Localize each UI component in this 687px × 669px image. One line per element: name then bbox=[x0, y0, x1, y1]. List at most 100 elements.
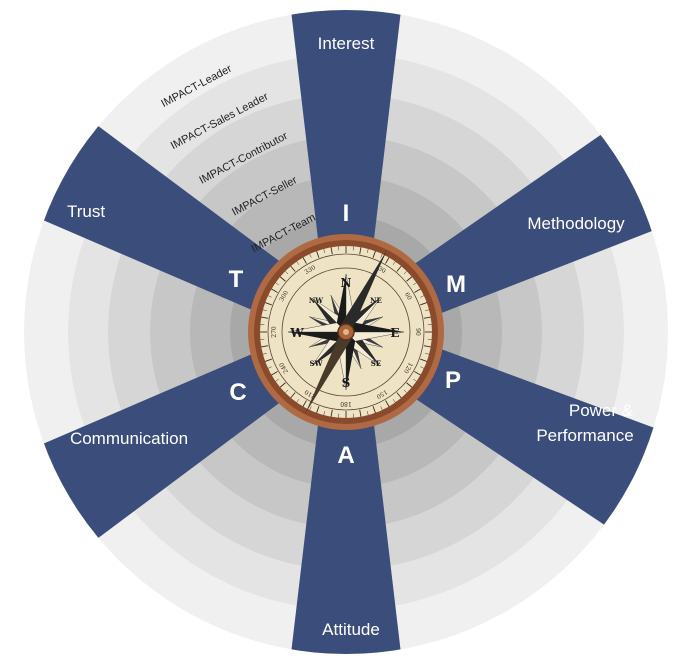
compass-tick bbox=[420, 295, 425, 298]
compass-tick bbox=[359, 409, 362, 417]
compass-degree-label: 210 bbox=[303, 388, 317, 400]
compass-tick bbox=[271, 371, 278, 376]
wedge-label-interest: Interest bbox=[318, 34, 375, 53]
letter-i: I bbox=[343, 200, 350, 227]
wedge-label-trust: Trust bbox=[67, 202, 105, 221]
compass-tick bbox=[323, 248, 326, 253]
compass-tick bbox=[261, 316, 269, 319]
compass-tick bbox=[406, 382, 413, 388]
compass-tick bbox=[425, 309, 430, 312]
compass-tick bbox=[392, 261, 396, 265]
compass-tick bbox=[285, 389, 289, 393]
dimension-letters: I M P A C T bbox=[229, 200, 466, 469]
cardinal-w: W bbox=[289, 326, 304, 340]
compass-tick bbox=[262, 352, 267, 355]
compass-inner-ring bbox=[281, 267, 411, 397]
compass-tick bbox=[262, 309, 267, 312]
cardinal-e: E bbox=[390, 326, 399, 340]
wedge-label-performance: Performance bbox=[536, 426, 633, 445]
wedge-label-methodology: Methodology bbox=[527, 214, 625, 233]
compass-degree-label: 180 bbox=[340, 400, 352, 407]
compass-tick bbox=[414, 371, 421, 376]
compass-tick bbox=[290, 265, 296, 272]
rose-point bbox=[346, 332, 356, 390]
compass-tick bbox=[265, 358, 272, 362]
compass-tick bbox=[413, 378, 417, 382]
compass-tick bbox=[261, 345, 269, 348]
wedge-label-power: Power & bbox=[569, 401, 634, 420]
rose-point bbox=[336, 274, 346, 332]
compass-tick bbox=[316, 251, 320, 258]
intercardinal-nw: NW bbox=[309, 296, 323, 305]
dimension-wedge bbox=[24, 353, 282, 555]
compass-tick bbox=[323, 411, 326, 416]
compass-tick bbox=[413, 282, 417, 286]
compass-tick bbox=[366, 411, 369, 416]
needle-north bbox=[340, 250, 387, 330]
compass-tick bbox=[420, 302, 427, 306]
compass-tick bbox=[385, 257, 390, 264]
cardinal-s: S bbox=[342, 376, 351, 390]
compass-degree-label: 300 bbox=[278, 289, 290, 303]
compass-tick bbox=[372, 406, 376, 413]
compass-tick bbox=[403, 271, 407, 275]
compass-tick bbox=[279, 276, 286, 282]
compass-tick bbox=[366, 248, 369, 253]
needle-pivot-cap bbox=[343, 329, 349, 335]
compass-tick bbox=[420, 358, 427, 362]
compass-tick bbox=[309, 406, 312, 411]
compass-degree-label: 240 bbox=[278, 361, 290, 375]
compass-tick bbox=[296, 261, 300, 265]
compass-degree-ring bbox=[267, 253, 425, 411]
compass-tick bbox=[392, 399, 396, 403]
compass-tick bbox=[425, 352, 430, 355]
compass-tick bbox=[380, 253, 383, 258]
compass-ticks bbox=[260, 246, 432, 418]
intercardinal-sw: SW bbox=[310, 359, 323, 368]
compass-tick bbox=[414, 288, 421, 293]
compass-tick bbox=[302, 400, 307, 407]
wedge-label-communication: Communication bbox=[70, 429, 188, 448]
compass-tick bbox=[290, 392, 296, 399]
compass-tick bbox=[420, 366, 425, 369]
compass-tick bbox=[330, 247, 333, 255]
compass-degree-label: 150 bbox=[375, 388, 389, 400]
compass-tick bbox=[403, 389, 407, 393]
dimension-wedge bbox=[288, 422, 404, 654]
dimension-wedge bbox=[414, 348, 668, 541]
compass-tick bbox=[423, 316, 431, 319]
dimension-wedge bbox=[413, 118, 668, 314]
dimension-wedge bbox=[24, 109, 282, 311]
compass-tick bbox=[316, 406, 320, 413]
wedge-label-attitude: Attitude bbox=[322, 620, 380, 639]
letter-a: A bbox=[337, 442, 354, 469]
compass-tick bbox=[385, 400, 390, 407]
compass-tick bbox=[267, 366, 272, 369]
compass-degree-label: 120 bbox=[402, 361, 414, 375]
rose-point bbox=[288, 332, 346, 342]
compass-tick bbox=[406, 276, 413, 282]
compass-tick bbox=[285, 271, 289, 275]
compass-tick bbox=[271, 288, 278, 293]
compass-tick bbox=[296, 399, 300, 403]
cardinal-n: N bbox=[341, 276, 352, 290]
intercardinal-ne: NE bbox=[370, 296, 382, 305]
compass-degree-label: 90 bbox=[414, 328, 421, 336]
compass-tick bbox=[396, 392, 402, 399]
compass-tick bbox=[265, 302, 272, 306]
compass-needle bbox=[305, 250, 387, 414]
wedge-labels: Interest Methodology Power & Performance… bbox=[67, 34, 634, 639]
needle-south bbox=[305, 334, 352, 414]
compass-tick bbox=[275, 282, 279, 286]
intercardinal-se: SE bbox=[371, 359, 381, 368]
compass-tick bbox=[380, 406, 383, 411]
compass-tick bbox=[309, 253, 312, 258]
compass-degree-label: 30 bbox=[377, 265, 387, 275]
compass-tick bbox=[372, 251, 376, 258]
letter-p: P bbox=[445, 367, 461, 394]
compass-tick bbox=[302, 257, 307, 264]
compass-degree-label: 330 bbox=[304, 264, 318, 276]
